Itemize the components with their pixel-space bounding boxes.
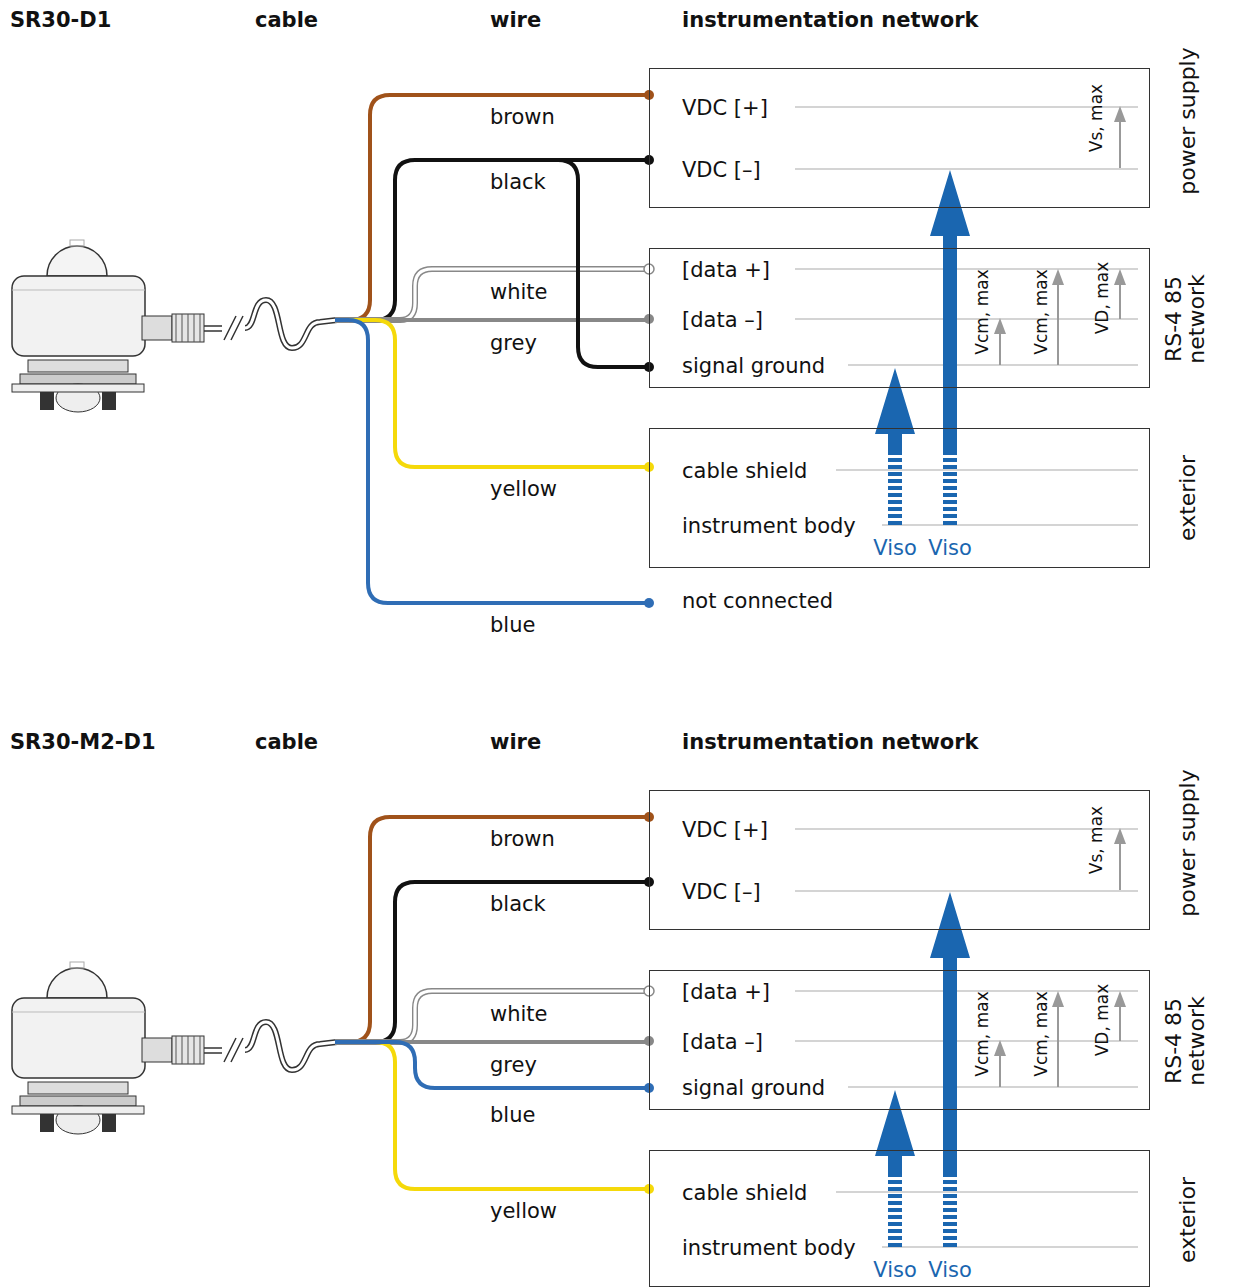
voltage-label: Vcm, max (973, 269, 993, 354)
wire-color: white (490, 280, 547, 304)
isolation-voltage-arrow (875, 368, 915, 525)
group-heading: power supply (1176, 41, 1199, 201)
terminal-name: cable shield (682, 459, 807, 483)
wire-color: black (490, 170, 546, 194)
edge-label: Viso (928, 1258, 972, 1282)
edge-label: Viso (928, 536, 972, 560)
terminal-name: VDC [+] (682, 96, 768, 120)
power-supply-box: VDC [+]VDC [–]power supply (649, 790, 1150, 930)
rs485-network-box: [data +][data –]signal groundRS-4 85 net… (649, 970, 1150, 1110)
terminal-name: [data –] (682, 1030, 763, 1054)
column-header: wire (490, 730, 541, 754)
group-heading: RS-4 85 network (1162, 263, 1208, 375)
isolation-voltage-arrow (930, 170, 970, 525)
voltage-label: VD, max (1093, 262, 1113, 335)
group-heading: exterior (1176, 433, 1199, 563)
voltage-label: Vcm, max (973, 991, 993, 1076)
power-supply-box: VDC [+]VDC [–]power supply (649, 68, 1150, 208)
group-heading: power supply (1176, 763, 1199, 923)
isolation-voltage-arrow (930, 892, 970, 1247)
terminal-name: [data +] (682, 258, 770, 282)
voltage-label: Vcm, max (1032, 269, 1052, 354)
column-header: SR30-M2-D1 (10, 730, 156, 754)
rs485-network-box: [data +][data –]signal groundRS-4 85 net… (649, 248, 1150, 388)
terminal-name: instrument body (682, 514, 856, 538)
column-header: wire (490, 8, 541, 32)
terminal-name: cable shield (682, 1181, 807, 1205)
column-header: cable (255, 730, 318, 754)
wire-color: blue (490, 613, 535, 637)
edge-label: Viso (873, 536, 917, 560)
terminal-name: signal ground (682, 354, 825, 378)
terminal-name: VDC [–] (682, 880, 761, 904)
wire-color: grey (490, 331, 537, 355)
voltage-label: Vcm, max (1032, 991, 1052, 1076)
isolation-voltage-arrow (875, 1090, 915, 1247)
terminal-name: instrument body (682, 1236, 856, 1260)
wire-color: grey (490, 1053, 537, 1077)
wire-color: brown (490, 105, 555, 129)
wire-color: yellow (490, 477, 557, 501)
group-heading: RS-4 85 network (1162, 985, 1208, 1097)
column-header: instrumentation network (682, 8, 979, 32)
voltage-label: Vs, max (1087, 84, 1107, 152)
voltage-label: Vs, max (1087, 806, 1107, 874)
edge-label: Viso (873, 1258, 917, 1282)
wire-color: yellow (490, 1199, 557, 1223)
terminal-name: signal ground (682, 1076, 825, 1100)
note: not connected (682, 589, 833, 613)
terminal-name: VDC [+] (682, 818, 768, 842)
wire-color: white (490, 1002, 547, 1026)
wire-color: brown (490, 827, 555, 851)
terminal-name: VDC [–] (682, 158, 761, 182)
group-heading: exterior (1176, 1155, 1199, 1285)
column-header: instrumentation network (682, 730, 979, 754)
voltage-label: VD, max (1093, 984, 1113, 1057)
wire-color: black (490, 892, 546, 916)
column-header: cable (255, 8, 318, 32)
terminal-name: [data +] (682, 980, 770, 1004)
wire-color: blue (490, 1103, 535, 1127)
terminal-name: [data –] (682, 308, 763, 332)
column-header: SR30-D1 (10, 8, 111, 32)
